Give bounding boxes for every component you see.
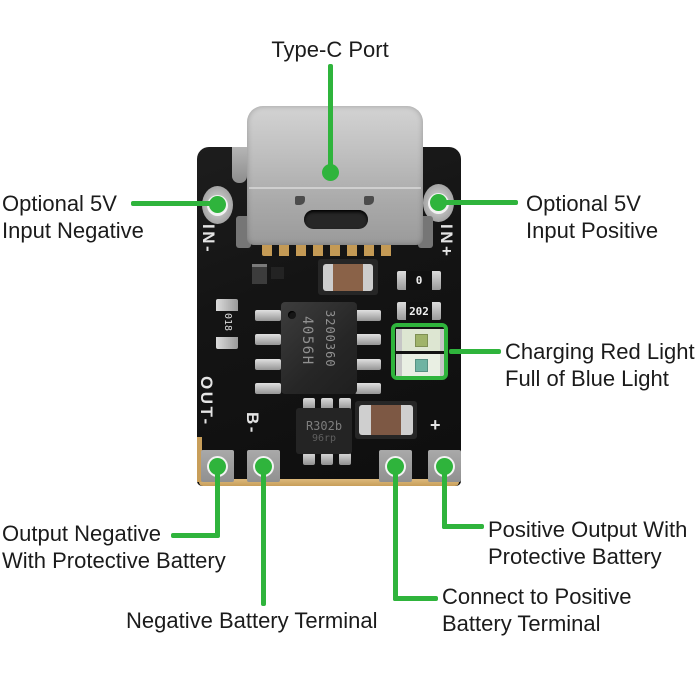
callout-dot-battery-positive bbox=[387, 458, 404, 475]
callout-text-line1: Output Negative bbox=[2, 521, 161, 546]
silkscreen-in-negative: IN- bbox=[199, 224, 218, 255]
smd-component bbox=[271, 267, 284, 279]
port-opening bbox=[304, 210, 368, 229]
callout-text-line2: Battery Terminal bbox=[442, 611, 601, 636]
callout-text-line1: Positive Output With bbox=[488, 517, 688, 542]
smd-component bbox=[252, 264, 267, 284]
chip-pin bbox=[321, 398, 333, 410]
silkscreen-in-positive: IN+ bbox=[437, 224, 456, 259]
callout-dot-in-negative bbox=[209, 196, 226, 213]
chip-marking-line1: R302b bbox=[305, 418, 343, 433]
charging-ic-4056: 4056H 3200360 bbox=[281, 302, 357, 394]
pcb-edge-plating bbox=[197, 437, 202, 482]
callout-line-battery-negative bbox=[261, 466, 266, 606]
callout-text-line1: Connect to Positive bbox=[442, 584, 632, 609]
callout-line-out-negative bbox=[171, 533, 218, 538]
callout-dot-out-positive bbox=[436, 458, 453, 475]
chip-pin bbox=[303, 398, 315, 410]
chip-pin bbox=[255, 310, 281, 321]
callout-text-line1: Optional 5V bbox=[526, 191, 641, 216]
callout-output-negative: Output Negative With Protective Battery bbox=[2, 520, 226, 574]
port-rivet-left bbox=[295, 196, 305, 205]
resistor-202: 202 bbox=[397, 302, 441, 320]
callout-text-line2: Input Negative bbox=[2, 218, 144, 243]
port-rivet-right bbox=[364, 196, 374, 205]
full-blue-led bbox=[396, 354, 446, 376]
callout-line-out-negative bbox=[215, 466, 220, 538]
callout-text-line2: Input Positive bbox=[526, 218, 659, 243]
chip-pin bbox=[339, 453, 351, 465]
output-capacitor bbox=[359, 405, 413, 435]
callout-line-type-c bbox=[328, 64, 333, 173]
callout-text-line1: Charging Red Light bbox=[505, 339, 695, 364]
resistor-marking: 018 bbox=[222, 313, 233, 332]
callout-text-line1: Optional 5V bbox=[2, 191, 117, 216]
resistor-018: 018 bbox=[216, 299, 238, 349]
callout-line-in-positive bbox=[440, 200, 518, 205]
chip-pin bbox=[355, 310, 381, 321]
chip-pin bbox=[355, 334, 381, 345]
callout-charge-leds: Charging Red Light Full of Blue Light bbox=[505, 338, 695, 392]
callout-line-battery-positive bbox=[393, 466, 398, 601]
silkscreen-b-negative: B- bbox=[243, 412, 262, 435]
callout-dot-in-positive bbox=[430, 194, 447, 211]
callout-positive-output: Positive Output With Protective Battery bbox=[488, 516, 687, 570]
chip-pin bbox=[321, 453, 333, 465]
port-seam bbox=[249, 186, 421, 189]
protection-ic: R302b 96rp bbox=[296, 408, 352, 454]
callout-dot-battery-negative bbox=[255, 458, 272, 475]
pin1-dimple bbox=[288, 311, 296, 319]
chip-pin bbox=[339, 398, 351, 410]
callout-input-positive: Optional 5V Input Positive bbox=[526, 190, 658, 244]
chip-marking-line1: 4056H bbox=[299, 316, 315, 366]
led-die bbox=[414, 358, 428, 372]
resistor-zero: 0 bbox=[397, 271, 441, 290]
input-capacitor bbox=[323, 264, 373, 291]
silkscreen-out-negative: OUT- bbox=[197, 376, 216, 427]
chip-pin bbox=[303, 453, 315, 465]
callout-connect-positive: Connect to Positive Battery Terminal bbox=[442, 583, 632, 637]
callout-line-out-positive bbox=[442, 524, 484, 529]
callout-text-line2: With Protective Battery bbox=[2, 548, 226, 573]
chip-pin bbox=[255, 359, 281, 370]
callout-line-battery-positive bbox=[393, 596, 438, 601]
chip-marking-line2: 96rp bbox=[311, 432, 337, 444]
led-die bbox=[414, 333, 428, 347]
resistor-marking: 202 bbox=[406, 302, 432, 320]
silkscreen-out-positive: + bbox=[430, 415, 441, 435]
callout-input-negative: Optional 5V Input Negative bbox=[2, 190, 144, 244]
pcb-castellated-edge bbox=[199, 479, 459, 486]
charging-red-led bbox=[396, 329, 446, 351]
callout-text-line2: Full of Blue Light bbox=[505, 366, 669, 391]
callout-text: Type-C Port bbox=[271, 37, 389, 62]
chip-marking-line2: 3200360 bbox=[323, 310, 337, 368]
callout-type-c-port: Type-C Port bbox=[255, 36, 405, 63]
callout-text-line2: Protective Battery bbox=[488, 544, 662, 569]
chip-pin bbox=[255, 334, 281, 345]
callout-line-leds bbox=[449, 349, 501, 354]
chip-pin bbox=[355, 359, 381, 370]
port-anchor-left bbox=[232, 147, 247, 183]
callout-negative-battery: Negative Battery Terminal bbox=[126, 607, 378, 634]
resistor-marking: 0 bbox=[406, 271, 432, 290]
chip-pin bbox=[255, 383, 281, 394]
led-highlight-box bbox=[391, 323, 448, 380]
callout-text: Negative Battery Terminal bbox=[126, 608, 378, 633]
callout-line-in-negative bbox=[131, 201, 217, 206]
callout-dot-out-negative bbox=[209, 458, 226, 475]
callout-line-out-positive bbox=[442, 466, 447, 529]
chip-pin bbox=[355, 383, 381, 394]
callout-dot-type-c bbox=[322, 164, 339, 181]
